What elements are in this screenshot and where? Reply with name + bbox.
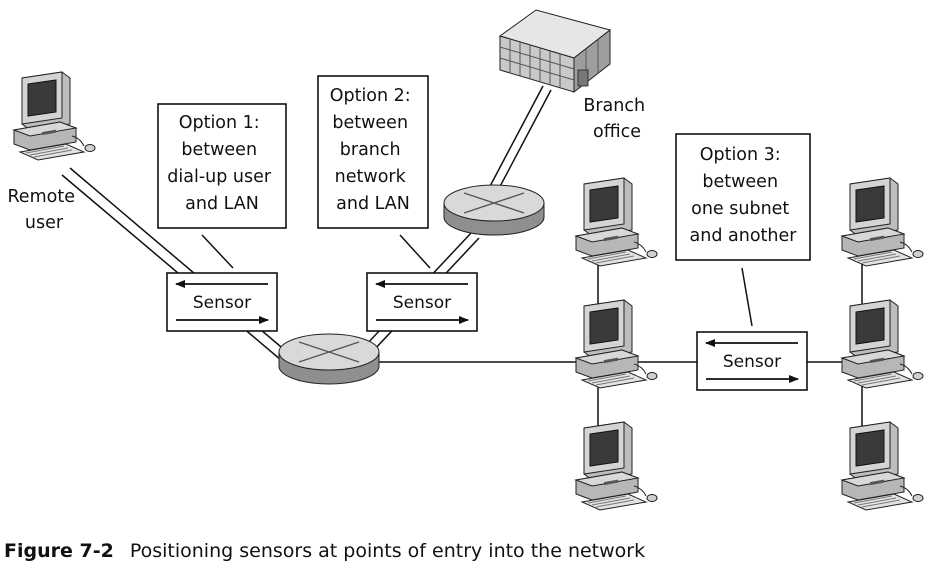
callout-option-2: Option 2: between branch network and LAN [317,75,431,269]
figure-caption-text: Positioning sensors at points of entry i… [129,540,646,562]
callout-option-1: Option 1: between dial-up user and LAN [157,103,287,269]
callout-option-2-text: Option 2: between branch network and LAN [330,86,417,214]
callout-option-2-pointer [399,234,431,269]
callout-option-1-text: Option 1: between dial-up user and LAN [167,113,276,214]
sensor-3: Sensor [696,331,808,391]
callout-option-3-text: Option 3: between one subnet and another [690,145,798,246]
sensor-2-label: Sensor [393,293,451,313]
subnet-2-computer-top-icon [841,177,924,267]
remote-user-computer-icon [13,71,96,161]
sensor-3-label: Sensor [723,352,781,372]
sensor-1: Sensor [166,272,278,332]
figure-caption: Figure 7-2 Positioning sensors at points … [4,540,645,562]
sensor-1-label: Sensor [193,293,251,313]
branch-router-icon [443,184,545,236]
subnet-1-computer-middle-icon [575,299,658,389]
subnet-1-computer-top-icon [575,177,658,267]
subnet-2-computer-bottom-icon [841,421,924,511]
link-branch-router-to-office [487,85,552,195]
subnet-2-computer-middle-icon [841,299,924,389]
figure-number: Figure 7-2 [4,540,114,562]
remote-user-label: Remote user [7,187,80,233]
central-hub-icon [278,333,380,385]
branch-office-building-icon [498,9,612,94]
callout-option-3: Option 3: between one subnet and another [675,133,811,327]
callout-option-3-pointer [741,267,753,327]
sensor-2: Sensor [366,272,478,332]
callout-option-1-pointer [201,234,234,269]
branch-office-label: Branch office [583,96,650,142]
subnet-1-computer-bottom-icon [575,421,658,511]
